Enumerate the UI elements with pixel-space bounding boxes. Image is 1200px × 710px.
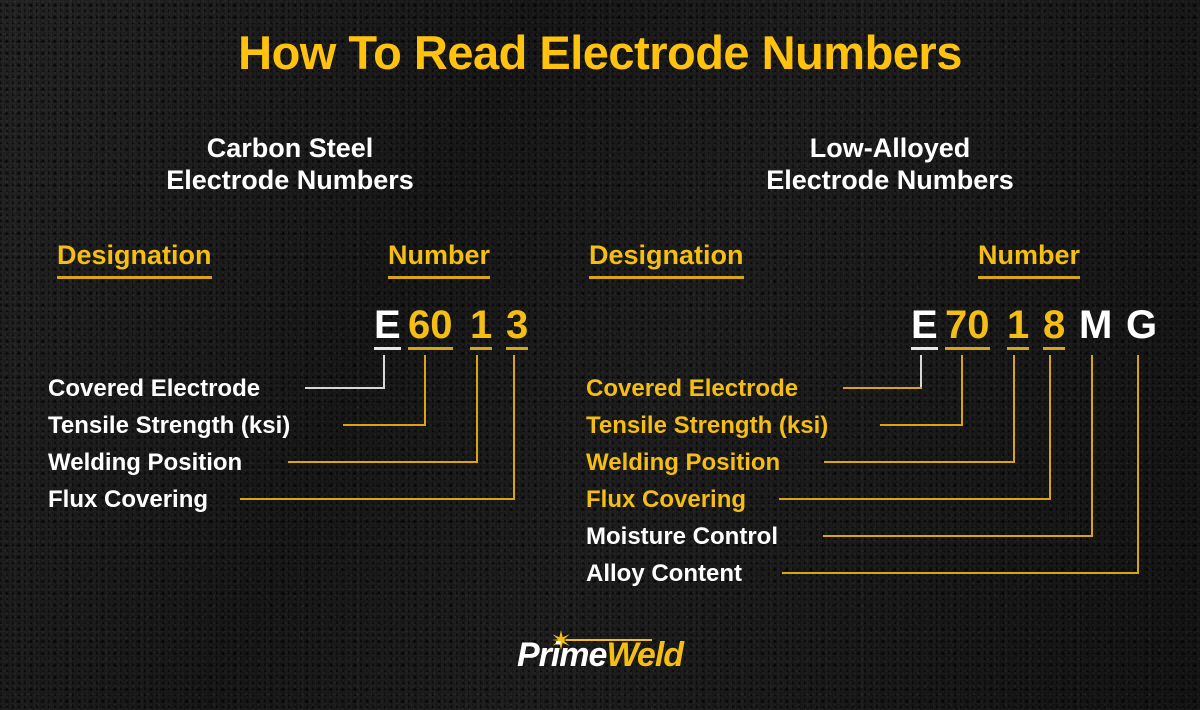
row-label-flux-covering-right: Flux Covering (586, 486, 747, 513)
logo-text-weld: Weld (606, 636, 684, 674)
logo-spark-line (566, 639, 652, 641)
row-label-moisture-control-right: Moisture Control (586, 523, 778, 550)
leader-horizontal-flux-covering-right (779, 498, 1051, 500)
panel-heading-carbon-steel: Carbon Steel Electrode Numbers (110, 132, 470, 196)
heading-line-2: Electrode Numbers (766, 165, 1014, 195)
leader-vertical-3-left (513, 355, 515, 498)
leader-vertical-60-left (424, 355, 426, 424)
heading-line-1: Carbon Steel (206, 133, 374, 163)
leader-vertical-e-right (920, 355, 922, 387)
heading-line-2: Electrode Numbers (166, 165, 414, 195)
row-label-welding-position-left: Welding Position (48, 449, 243, 476)
row-label-welding-position-right: Welding Position (586, 449, 781, 476)
leader-horizontal-covered-electrode-left (305, 387, 385, 389)
heading-line-1: Low-Alloyed (809, 133, 971, 163)
code-char-m-right: M (1079, 303, 1113, 347)
code-char-e-left: E (374, 305, 401, 350)
panel-heading-low-alloyed: Low-Alloyed Electrode Numbers (710, 132, 1070, 196)
column-label-designation-right: Designation (589, 240, 744, 279)
brand-logo: PrimeWeld (0, 636, 1200, 674)
leader-horizontal-alloy-content-right (782, 572, 1139, 574)
code-char-e-right: E (911, 305, 938, 350)
leader-vertical-8-right (1049, 355, 1051, 498)
code-char-1-left: 1 (470, 305, 493, 350)
leader-vertical-g-right (1137, 355, 1139, 572)
leader-horizontal-moisture-control-right (823, 535, 1093, 537)
row-label-flux-covering-left: Flux Covering (48, 486, 209, 513)
column-label-number-right: Number (978, 240, 1081, 279)
leader-horizontal-tensile-strength-left (343, 424, 426, 426)
leader-vertical-70-right (961, 355, 963, 424)
row-label-alloy-content-right: Alloy Content (586, 560, 742, 587)
leader-horizontal-welding-position-right (824, 461, 1015, 463)
leader-vertical-1-right (1013, 355, 1015, 461)
leader-vertical-m-right (1091, 355, 1093, 535)
code-char-60-left: 60 (408, 305, 453, 350)
code-char-1-right: 1 (1007, 305, 1030, 350)
row-label-covered-electrode-left: Covered Electrode (48, 375, 261, 402)
page-title: How To Read Electrode Numbers (238, 26, 962, 79)
spark-icon (551, 630, 571, 650)
leader-horizontal-welding-position-left (288, 461, 478, 463)
leader-vertical-1-left (476, 355, 478, 461)
leader-horizontal-tensile-strength-right (880, 424, 963, 426)
leader-horizontal-covered-electrode-right (843, 387, 922, 389)
logo-text-prime: Prime (516, 636, 607, 674)
code-char-3-left: 3 (506, 305, 529, 350)
column-label-number-left: Number (388, 240, 491, 279)
code-char-8-right: 8 (1043, 305, 1066, 350)
code-char-70-right: 70 (945, 305, 990, 350)
row-label-covered-electrode-right: Covered Electrode (586, 375, 799, 402)
row-label-tensile-strength-right: Tensile Strength (ksi) (586, 412, 829, 439)
row-label-tensile-strength-left: Tensile Strength (ksi) (48, 412, 291, 439)
leader-vertical-e-left (383, 355, 385, 387)
column-label-designation-left: Designation (57, 240, 212, 279)
leader-horizontal-flux-covering-left (240, 498, 515, 500)
code-char-g-right: G (1126, 303, 1158, 347)
